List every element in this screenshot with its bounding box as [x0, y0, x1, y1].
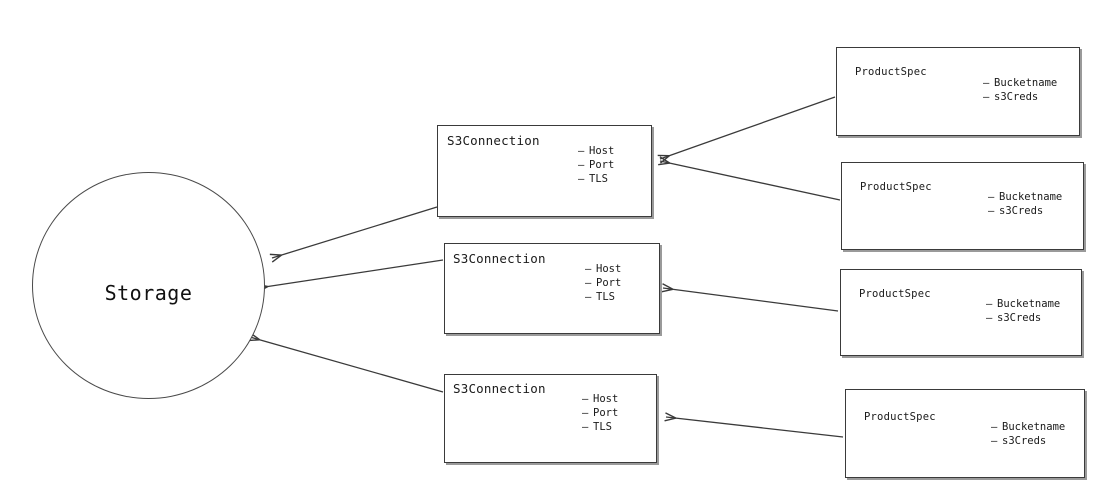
spec-attrs-2: –Bucketname –s3Creds — [988, 190, 1062, 218]
connection-attrs-3: –Host –Port –TLS — [582, 392, 618, 434]
attr-bullet: – — [585, 277, 592, 289]
attr-bullet: – — [578, 145, 585, 157]
attr-bullet: – — [585, 263, 592, 275]
attr-label: Host — [589, 145, 615, 157]
spec-box-1[interactable] — [836, 47, 1080, 136]
connection-attrs-1: –Host –Port –TLS — [578, 144, 614, 186]
attr-row: –Bucketname — [983, 76, 1057, 90]
attr-row: –s3Creds — [986, 311, 1060, 325]
attr-row: –TLS — [585, 290, 621, 304]
attr-bullet: – — [983, 91, 990, 103]
attr-bullet: – — [582, 421, 589, 433]
attr-row: –Port — [578, 158, 614, 172]
arrow-connection2-to-storage — [256, 259, 444, 293]
attr-row: –Bucketname — [988, 190, 1062, 204]
spec-attrs-3: –Bucketname –s3Creds — [986, 297, 1060, 325]
attr-label: s3Creds — [1002, 435, 1047, 447]
arrow-connection1-to-storage — [269, 206, 438, 263]
attr-label: Port — [589, 159, 615, 171]
arrow-spec1-to-connection1 — [657, 96, 836, 164]
spec-title-4: ProductSpec — [864, 411, 936, 423]
attr-label: Host — [596, 263, 622, 275]
attr-row: –Bucketname — [986, 297, 1060, 311]
storage-node[interactable] — [32, 172, 265, 399]
attr-label: Host — [593, 393, 619, 405]
attr-bullet: – — [585, 291, 592, 303]
connection-box-2[interactable] — [444, 243, 660, 334]
connection-box-1[interactable] — [437, 125, 652, 217]
spec-attrs-4: –Bucketname –s3Creds — [991, 420, 1065, 448]
attr-row: –Host — [585, 262, 621, 276]
connection-title-1: S3Connection — [447, 133, 540, 148]
storage-label: Storage — [104, 281, 193, 305]
attr-bullet: – — [991, 435, 998, 447]
attr-label: TLS — [596, 291, 615, 303]
spec-attrs-1: –Bucketname –s3Creds — [983, 76, 1057, 104]
arrow-spec3-to-connection2 — [661, 283, 839, 312]
connection-attrs-2: –Host –Port –TLS — [585, 262, 621, 304]
connection-title-3: S3Connection — [453, 381, 546, 396]
attr-row: –s3Creds — [988, 204, 1062, 218]
spec-box-2[interactable] — [841, 162, 1084, 250]
attr-row: –Host — [582, 392, 618, 406]
attr-label: Port — [593, 407, 619, 419]
attr-label: s3Creds — [997, 312, 1042, 324]
attr-bullet: – — [988, 191, 995, 203]
attr-label: s3Creds — [994, 91, 1039, 103]
arrow-connection3-to-storage — [247, 332, 444, 393]
attr-label: TLS — [593, 421, 612, 433]
attr-bullet: – — [578, 159, 585, 171]
attr-label: Bucketname — [994, 77, 1058, 89]
attr-row: –s3Creds — [983, 90, 1057, 104]
attr-row: –Port — [585, 276, 621, 290]
spec-box-4[interactable] — [845, 389, 1085, 478]
connection-title-2: S3Connection — [453, 251, 546, 266]
attr-row: –Host — [578, 144, 614, 158]
attr-label: Bucketname — [997, 298, 1061, 310]
attr-bullet: – — [578, 173, 585, 185]
attr-bullet: – — [582, 407, 589, 419]
attr-row: –TLS — [578, 172, 614, 186]
spec-box-3[interactable] — [840, 269, 1082, 356]
attr-row: –Bucketname — [991, 420, 1065, 434]
attr-bullet: – — [986, 312, 993, 324]
attr-row: –TLS — [582, 420, 618, 434]
attr-bullet: – — [988, 205, 995, 217]
attr-bullet: – — [983, 77, 990, 89]
attr-label: Bucketname — [999, 191, 1063, 203]
attr-row: –s3Creds — [991, 434, 1065, 448]
connection-box-3[interactable] — [444, 374, 657, 463]
attr-label: TLS — [589, 173, 608, 185]
arrow-spec2-to-connection1 — [658, 156, 841, 201]
attr-bullet: – — [582, 393, 589, 405]
spec-title-3: ProductSpec — [859, 288, 931, 300]
attr-label: Bucketname — [1002, 421, 1066, 433]
spec-title-1: ProductSpec — [855, 66, 927, 78]
attr-label: Port — [596, 277, 622, 289]
attr-bullet: – — [986, 298, 993, 310]
arrow-spec4-to-connection3 — [664, 412, 844, 438]
attr-row: –Port — [582, 406, 618, 420]
attr-label: s3Creds — [999, 205, 1044, 217]
spec-title-2: ProductSpec — [860, 181, 932, 193]
attr-bullet: – — [991, 421, 998, 433]
